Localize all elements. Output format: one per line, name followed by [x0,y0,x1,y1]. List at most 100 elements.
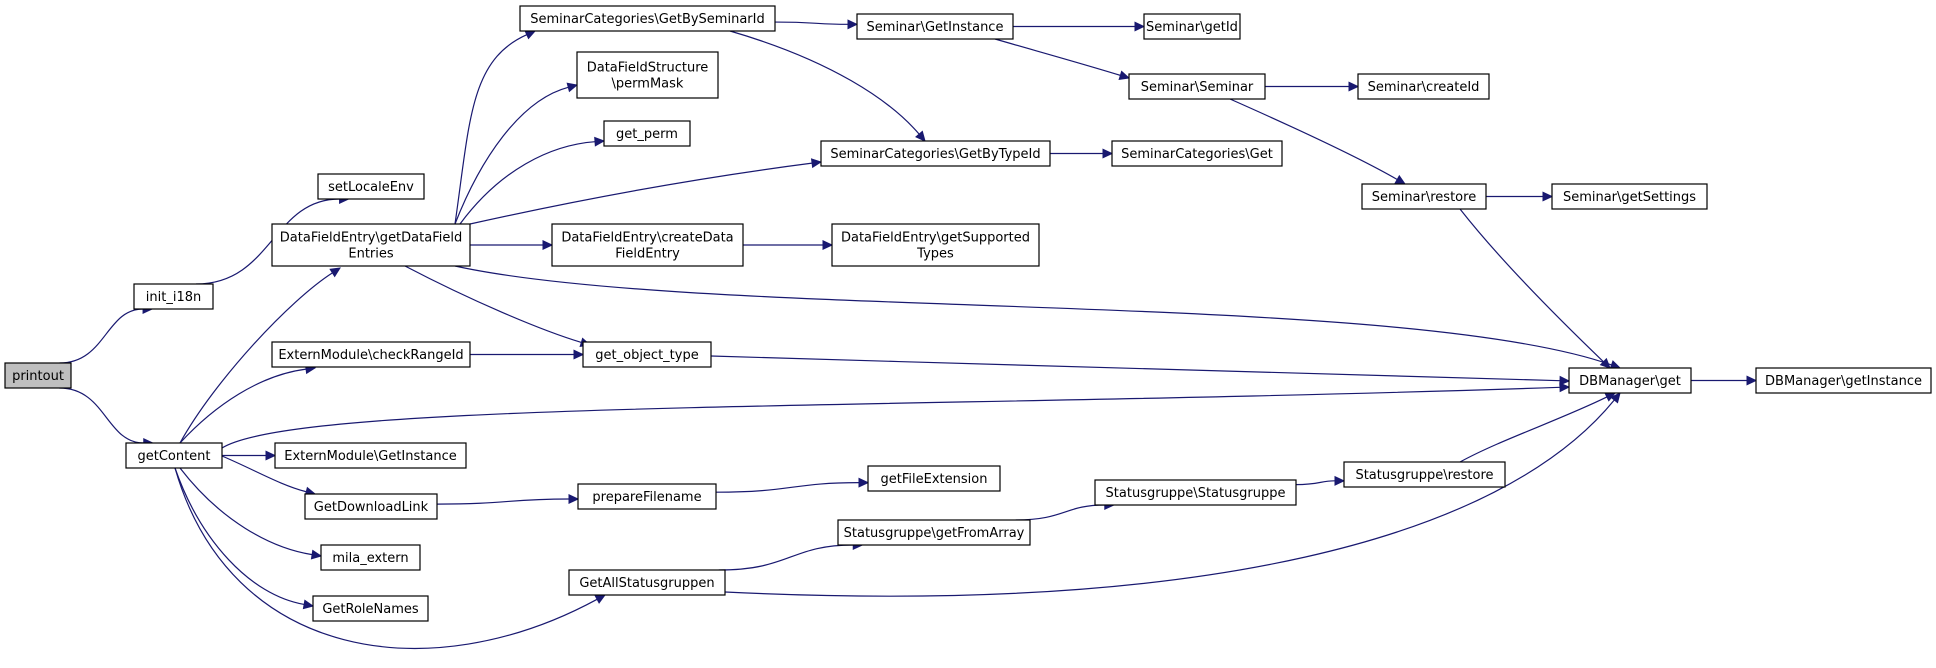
node-label: SeminarCategories\Get [1121,147,1273,162]
arrowhead-seminar-createid [1348,81,1360,92]
node-seminar-restore[interactable]: Seminar\restore [1361,183,1487,210]
arrowhead-preparefilename [568,494,580,504]
node-label: DataFieldEntry\createData [561,231,733,246]
arrowhead-seminarcategories-getbyseminarid [524,30,537,40]
node-label: prepareFilename [592,490,701,505]
node-statusgruppe-getfromarray[interactable]: Statusgruppe\getFromArray [837,519,1031,546]
edge-statusgruppe-statusgruppe-to-statusgruppe-restore [1295,480,1336,486]
node-box [856,13,1014,40]
node-seminar-createid[interactable]: Seminar\createId [1357,73,1490,100]
node-label: DBManager\getInstance [1765,374,1922,389]
arrowhead-dbmanager-get [1599,357,1611,369]
arrowhead-datafieldentry-getdatafieldentries [329,267,341,278]
node-label: get_object_type [595,348,698,363]
node-seminarcategories-get[interactable]: SeminarCategories\Get [1111,140,1283,167]
nodes-layer: printoutinit_i18ngetContentsetLocaleEnvD… [4,5,1932,622]
arrowhead-statusgruppe-restore [1334,475,1346,486]
edge-getcontent-to-getdownloadlink [221,455,307,493]
node-box [1343,461,1506,488]
arrowhead-datafieldentry-createdatafieldentry [542,240,554,250]
edge-datafieldentry-getdatafieldentries-to-datafieldstructure-permmask [454,86,569,225]
node-printout[interactable]: printout [4,362,72,389]
node-preparefilename[interactable]: prepareFilename [577,483,717,510]
node-box [568,569,726,596]
node-label: getFileExtension [881,472,988,487]
node-dbmanager-get[interactable]: DBManager\get [1568,367,1692,394]
arrowhead-dbmanager-get [1559,375,1571,386]
arrowhead-seminar-restore [1394,174,1407,185]
node-box [312,595,429,622]
node-statusgruppe-restore[interactable]: Statusgruppe\restore [1343,461,1506,488]
node-getcontent[interactable]: getContent [125,442,223,469]
node-box [320,544,421,571]
arrowhead-datafieldstructure-permmask [566,82,579,93]
node-seminar-getid[interactable]: Seminar\getId [1143,13,1241,40]
edge-init-i18n-to-setlocaleenv [195,198,340,285]
node-externmodule-getinstance[interactable]: ExternModule\GetInstance [274,442,467,469]
arrowhead-seminar-getinstance [847,19,859,30]
node-seminarcategories-getbytypeid[interactable]: SeminarCategories\GetByTypeId [820,140,1051,167]
edge-statusgruppe-getfromarray-to-statusgruppe-statusgruppe [1015,504,1105,521]
node-label: GetRoleNames [322,602,419,617]
node-box [133,283,214,310]
arrowhead-seminar-getid [1134,21,1146,32]
arrowhead-mila-extern [310,549,323,560]
node-label: DataFieldEntry\getDataField [280,231,462,246]
node-datafieldstructure-permmask[interactable]: DataFieldStructure\permMask [576,51,719,99]
node-label: get_perm [616,127,678,142]
node-label: Seminar\createId [1368,80,1480,95]
node-label: setLocaleEnv [328,180,414,195]
edge-statusgruppe-restore-to-dbmanager-get [1459,396,1608,463]
edge-datafieldentry-getdatafieldentries-to-get-object-type [404,265,582,343]
node-seminar-seminar[interactable]: Seminar\Seminar [1128,73,1266,100]
node-label: Seminar\restore [1372,190,1476,205]
node-label: GetDownloadLink [314,500,429,515]
node-seminar-getinstance[interactable]: Seminar\GetInstance [856,13,1014,40]
node-mila-extern[interactable]: mila_extern [320,544,421,571]
node-box [1111,140,1283,167]
arrowhead-getrolenames [302,599,315,610]
edge-datafieldentry-getdatafieldentries-to-get-perm [459,141,596,225]
node-label: Statusgruppe\Statusgruppe [1106,486,1286,501]
arrowhead-seminarcategories-get [1102,148,1114,159]
node-label: Seminar\Seminar [1141,80,1254,95]
node-label: Statusgruppe\getFromArray [844,526,1025,541]
node-label: Types [916,247,954,262]
edge-printout-to-init-i18n [59,308,144,364]
arrowhead-getfileextension [858,477,870,488]
edge-getcontent-to-externmodule-checkrangeid [179,368,307,444]
node-getdownloadlink[interactable]: GetDownloadLink [304,493,438,520]
edge-getallstatusgruppen-to-statusgruppe-getfromarray [718,544,854,571]
node-statusgruppe-statusgruppe[interactable]: Statusgruppe\Statusgruppe [1094,479,1297,506]
node-init-i18n[interactable]: init_i18n [133,283,214,310]
arrowhead-dbmanager-get [1559,382,1571,393]
node-dbmanager-getinstance[interactable]: DBManager\getInstance [1755,367,1932,394]
edge-getcontent-to-getrolenames [174,467,305,606]
edge-getcontent-to-mila-extern [179,467,313,556]
node-getrolenames[interactable]: GetRoleNames [312,595,429,622]
node-seminarcategories-getbyseminarid[interactable]: SeminarCategories\GetBySeminarId [519,5,776,32]
node-label: Seminar\GetInstance [867,20,1004,35]
node-box [576,51,719,99]
node-setlocaleenv[interactable]: setLocaleEnv [317,173,425,200]
node-seminar-getsettings[interactable]: Seminar\getSettings [1551,183,1708,210]
node-externmodule-checkrangeid[interactable]: ExternModule\checkRangeId [271,341,471,368]
node-label: ExternModule\GetInstance [284,449,456,464]
edge-getcontent-to-getallstatusgruppen [174,467,598,649]
node-box [4,362,72,389]
arrowhead-get-perm [594,136,606,147]
arrowhead-datafieldentry-getsupportedtypes [822,240,834,250]
node-label: Seminar\getSettings [1563,190,1696,205]
node-box [1755,367,1932,394]
node-getallstatusgruppen[interactable]: GetAllStatusgruppen [568,569,726,596]
node-label: DataFieldEntry\getSupported [841,231,1030,246]
node-label: GetAllStatusgruppen [579,576,714,591]
node-get-object-type[interactable]: get_object_type [582,341,712,368]
node-getfileextension[interactable]: getFileExtension [867,465,1001,492]
node-get-perm[interactable]: get_perm [603,120,691,147]
node-label: mila_extern [332,551,408,566]
